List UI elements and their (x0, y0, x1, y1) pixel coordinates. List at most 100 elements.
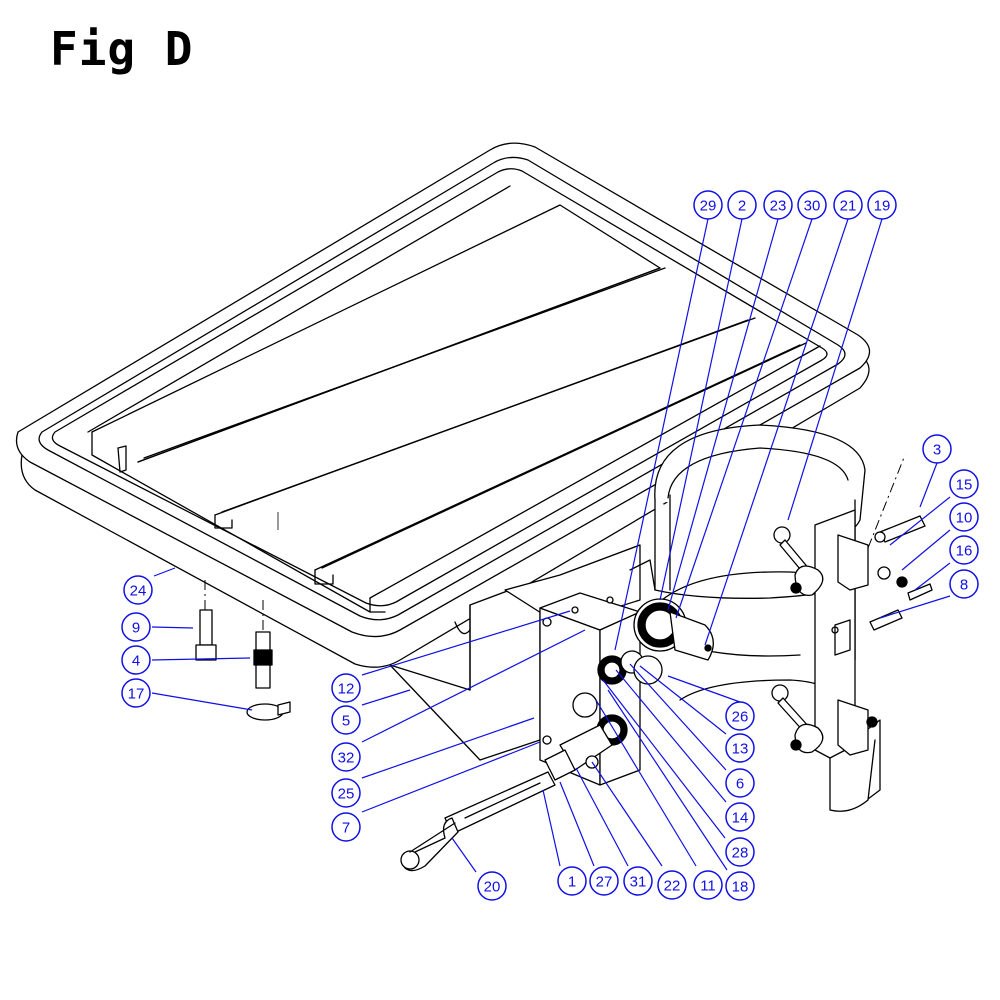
callout-number: 31 (630, 874, 647, 891)
figure-title: Fig D (50, 22, 194, 76)
callout-12: 12 (331, 673, 361, 703)
callout-circle (331, 812, 361, 842)
callout-circle (477, 871, 507, 901)
callout-circle (331, 778, 361, 808)
callout-number: 22 (664, 878, 681, 895)
callout-number: 23 (770, 198, 787, 215)
callout-circle (949, 535, 979, 565)
gear-assembly (400, 598, 714, 872)
callout-11: 11 (693, 870, 723, 900)
callout-number: 10 (956, 510, 973, 527)
callout-number: 24 (130, 583, 147, 600)
callout-circle (949, 502, 979, 532)
column-block (389, 544, 656, 786)
callout-number: 21 (840, 198, 857, 215)
loose-parts (195, 515, 933, 721)
callout-circle (725, 701, 755, 731)
callout-number: 19 (874, 198, 891, 215)
callout-circle (331, 673, 361, 703)
callout-circle (657, 870, 687, 900)
callout-circle (623, 866, 653, 896)
callout-28: 28 (725, 837, 755, 867)
callout-19: 19 (867, 190, 897, 220)
callout-circle (725, 768, 755, 798)
callout-24: 24 (123, 575, 153, 605)
callout-circle (725, 802, 755, 832)
callout-circle (121, 612, 151, 642)
callout-21: 21 (833, 190, 863, 220)
callout-18: 18 (725, 871, 755, 901)
callout-10: 10 (949, 502, 979, 532)
callout-number: 32 (338, 750, 355, 767)
callout-number: 27 (596, 874, 613, 891)
callout-32: 32 (331, 742, 361, 772)
callout-circle (693, 870, 723, 900)
callout-number: 2 (738, 198, 746, 215)
callout-number: 3 (933, 442, 941, 459)
callout-number: 26 (732, 709, 749, 726)
callout-circle (763, 190, 793, 220)
callout-circle (331, 742, 361, 772)
callout-circle (833, 190, 863, 220)
callout-circle (949, 469, 979, 499)
callout-16: 16 (949, 535, 979, 565)
callout-25: 25 (331, 778, 361, 808)
callout-7: 7 (331, 812, 361, 842)
column-collar (654, 424, 906, 812)
callout-17: 17 (121, 678, 151, 708)
callout-26: 26 (725, 701, 755, 731)
callout-circle (922, 434, 952, 464)
callout-number: 5 (342, 713, 350, 730)
callout-number: 9 (132, 620, 140, 637)
callout-circle (557, 866, 587, 896)
callout-9: 9 (121, 612, 151, 642)
callout-circle (725, 837, 755, 867)
callout-22: 22 (657, 870, 687, 900)
callout-15: 15 (949, 469, 979, 499)
callout-23: 23 (763, 190, 793, 220)
callout-circle (797, 190, 827, 220)
callout-5: 5 (331, 705, 361, 735)
callout-circle (725, 733, 755, 763)
callout-circle (867, 190, 897, 220)
callout-8: 8 (949, 569, 979, 599)
callout-circle (123, 575, 153, 605)
table-tray (15, 142, 871, 668)
callout-number: 28 (732, 845, 749, 862)
callout-number: 14 (732, 810, 749, 827)
callout-circle (949, 569, 979, 599)
callout-6: 6 (725, 768, 755, 798)
callout-1: 1 (557, 866, 587, 896)
callout-number: 18 (732, 879, 749, 896)
callout-number: 17 (128, 686, 145, 703)
callout-number: 11 (700, 878, 716, 895)
callout-circle (725, 871, 755, 901)
callout-circle (693, 190, 723, 220)
callout-number: 13 (732, 741, 749, 758)
callout-number: 25 (338, 786, 355, 803)
callout-number: 30 (804, 198, 821, 215)
callout-number: 20 (484, 879, 501, 896)
callout-31: 31 (623, 866, 653, 896)
callout-number: 1 (568, 874, 576, 891)
callout-circle (589, 866, 619, 896)
callout-29: 29 (693, 190, 723, 220)
callout-3: 3 (922, 434, 952, 464)
callout-leaders (151, 218, 951, 873)
callout-30: 30 (797, 190, 827, 220)
callout-20: 20 (477, 871, 507, 901)
callout-number: 7 (342, 820, 350, 837)
callout-number: 16 (956, 543, 973, 560)
callout-2: 2 (727, 190, 757, 220)
callout-circle (727, 190, 757, 220)
callout-circle (121, 645, 151, 675)
callout-27: 27 (589, 866, 619, 896)
callout-14: 14 (725, 802, 755, 832)
callout-bubbles: 29 2 23 30 21 19 3 15 10 16 8 24 9 4 17 12 5 32 25 7 26 13 6 14… (121, 190, 979, 901)
callout-number: 15 (956, 477, 973, 494)
callout-number: 8 (960, 577, 968, 594)
callout-number: 29 (700, 198, 717, 215)
callout-4: 4 (121, 645, 151, 675)
callout-number: 12 (338, 681, 355, 698)
